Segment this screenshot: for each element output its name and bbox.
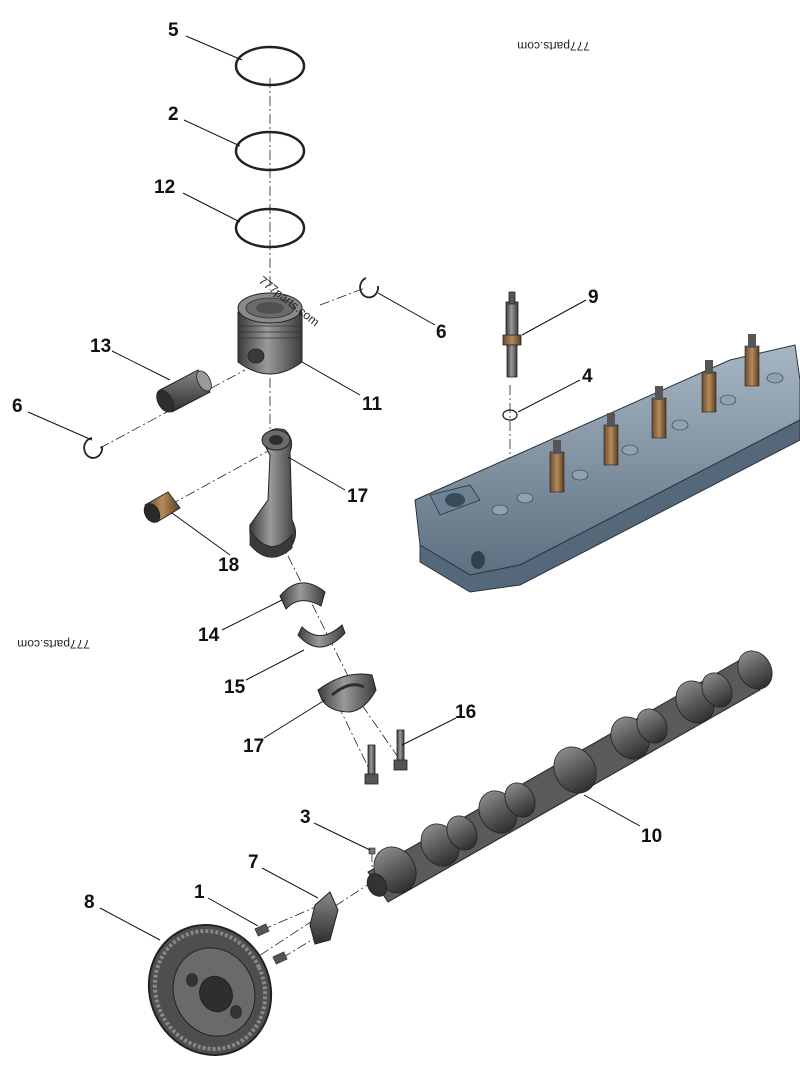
- cylinder-head[interactable]: [414, 334, 800, 593]
- bearing-shell-lower[interactable]: [297, 624, 346, 648]
- bearing-shell-upper[interactable]: [279, 582, 326, 610]
- small-end-bushing[interactable]: [141, 491, 181, 525]
- fuel-injector[interactable]: [502, 291, 522, 378]
- piston[interactable]: [237, 292, 303, 375]
- callout-11: 11: [362, 394, 383, 415]
- callout-13: 13: [90, 336, 111, 357]
- center-lines: [99, 78, 511, 966]
- thrust-plate[interactable]: [309, 891, 339, 945]
- piston-ring-2[interactable]: [234, 130, 306, 172]
- connecting-rod-cap[interactable]: [317, 673, 377, 713]
- callout-3: 3: [300, 807, 311, 828]
- head-injector-row: [549, 334, 760, 493]
- watermark-top: 777parts.com: [517, 39, 590, 53]
- callout-8: 8: [84, 892, 95, 913]
- callout-15: 15: [224, 677, 246, 698]
- camshaft[interactable]: [363, 645, 779, 903]
- rod-bolt-1[interactable]: [364, 744, 379, 785]
- piston-ring-5[interactable]: [234, 45, 306, 87]
- callout-18: 18: [218, 555, 239, 576]
- o-ring[interactable]: [502, 409, 518, 421]
- thrust-plate-bolt-1[interactable]: [254, 923, 270, 937]
- camshaft-gear[interactable]: [128, 905, 293, 1067]
- leader-lines: [27, 35, 641, 941]
- callout-17-upper: 17: [347, 486, 368, 507]
- callout-12: 12: [154, 177, 175, 198]
- snap-ring-right[interactable]: [359, 277, 379, 299]
- callout-6-left: 6: [12, 396, 23, 417]
- connecting-rod[interactable]: [249, 428, 296, 558]
- callout-10: 10: [641, 826, 662, 847]
- piston-pin[interactable]: [153, 368, 214, 414]
- callout-14: 14: [198, 625, 220, 646]
- callout-1: 1: [194, 882, 205, 903]
- woodruff-key[interactable]: [368, 847, 376, 855]
- head-valve-springs: [491, 372, 784, 516]
- thrust-plate-bolt-2[interactable]: [272, 951, 288, 965]
- callout-6-right: 6: [436, 322, 447, 343]
- callout-2: 2: [168, 104, 179, 125]
- rod-bolt-2[interactable]: [393, 729, 408, 771]
- callout-5: 5: [168, 20, 179, 41]
- callout-16: 16: [455, 702, 476, 723]
- callout-17-lower: 17: [243, 736, 264, 757]
- callout-labels: 5 2 12 6 13 11 6 17 18 9 4 14 15 17 16 1…: [12, 20, 662, 913]
- piston-ring-12[interactable]: [234, 207, 306, 249]
- callout-7: 7: [248, 852, 259, 873]
- watermark-left: 777parts.com: [17, 637, 90, 651]
- callout-4: 4: [582, 366, 593, 387]
- snap-ring-left[interactable]: [83, 437, 104, 459]
- callout-9: 9: [588, 287, 599, 308]
